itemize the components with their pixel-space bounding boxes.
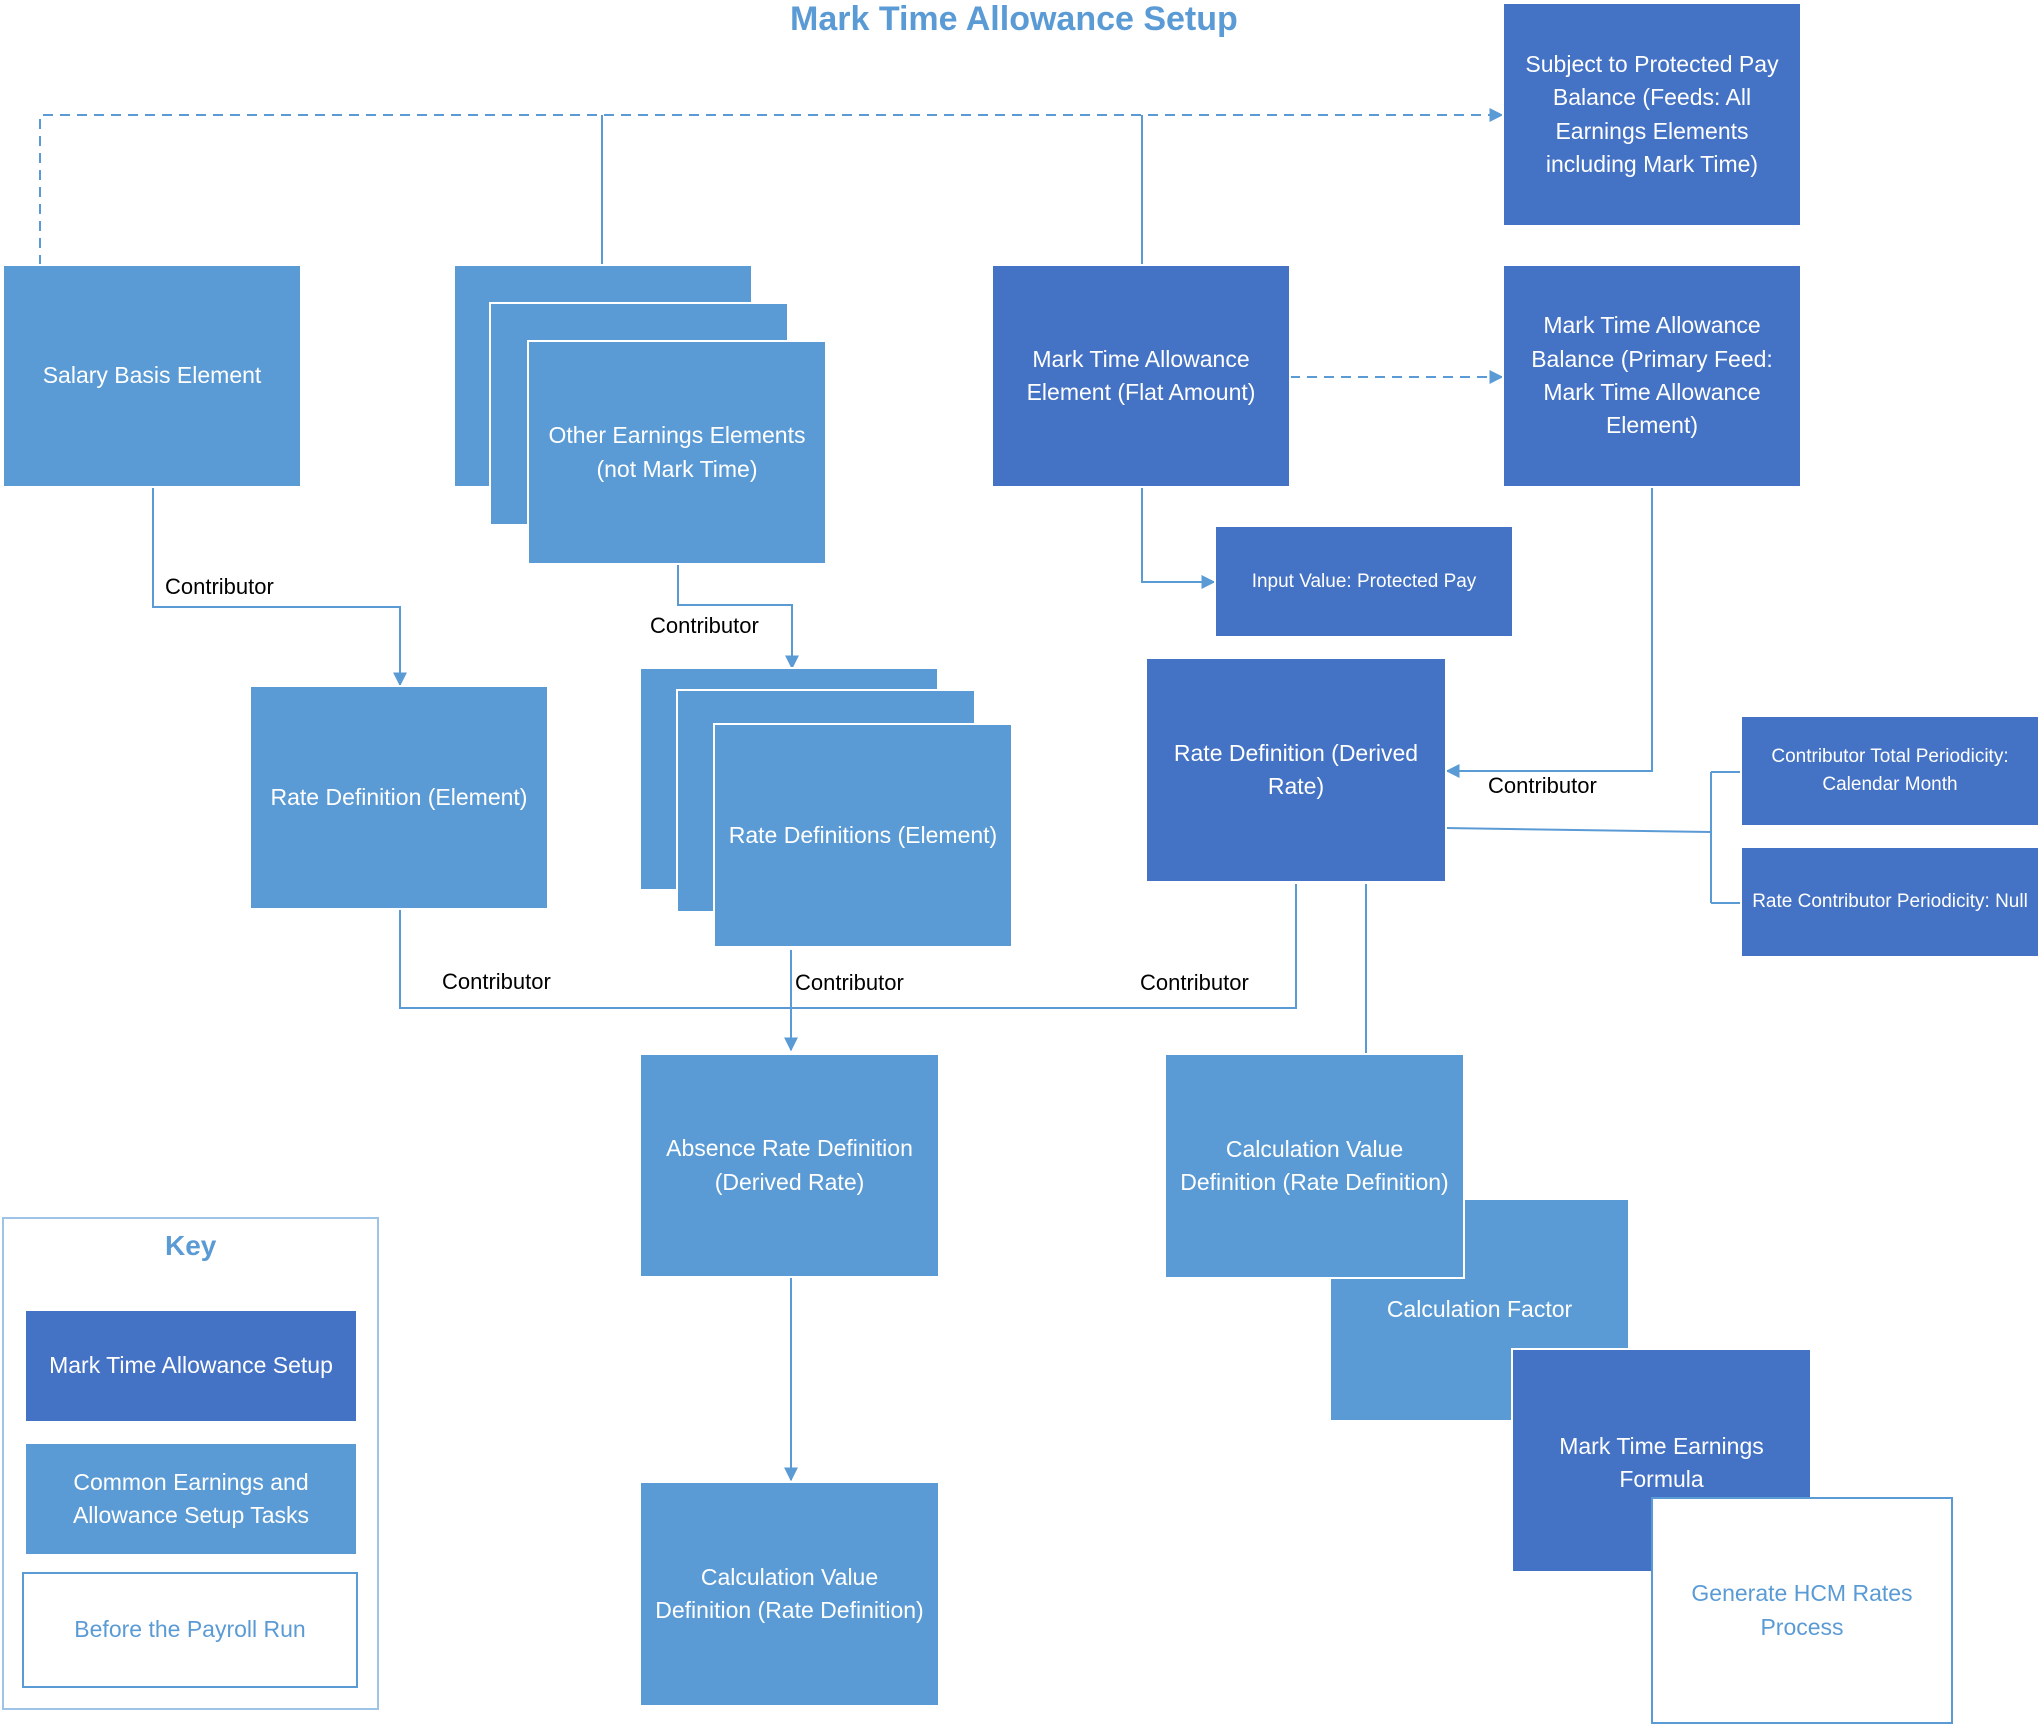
contributor-total-periodicity-box: Contributor Total Periodicity: Calendar … — [1740, 715, 2040, 827]
balance-contributor-connector — [1445, 487, 1653, 778]
salary-contributor-label: Contributor — [165, 574, 274, 599]
calculation-value-definition-right-box: Calculation Value Definition (Rate Defin… — [1164, 1053, 1465, 1279]
mark-time-allowance-element-box: Mark Time Allowance Element (Flat Amount… — [991, 264, 1291, 488]
rate-definition-derived-box: Rate Definition (Derived Rate) — [1145, 657, 1447, 883]
input-value-box: Input Value: Protected Pay — [1214, 525, 1514, 638]
periodicity-connector — [1444, 771, 1740, 904]
salary-contributor-connector — [152, 487, 407, 687]
balance-contributor-label: Contributor — [1488, 773, 1597, 798]
salary-basis-box: Salary Basis Element — [2, 264, 302, 488]
rate-definitions-contributor-label: Contributor — [795, 970, 904, 995]
other-contributor-connector — [677, 564, 799, 670]
key-item-before-payroll: Before the Payroll Run — [22, 1572, 358, 1688]
dashed-feed-connector — [39, 108, 1504, 265]
input-value-connector — [1141, 487, 1216, 589]
mark-time-allowance-balance-box: Mark Time Allowance Balance (Primary Fee… — [1502, 264, 1802, 488]
rate-definition-element-box: Rate Definition (Element) — [249, 685, 549, 910]
other-earnings-box: Other Earnings Elements (not Mark Time) — [527, 340, 827, 565]
key-title: Key — [165, 1230, 217, 1261]
calculation-value-definition-bottom-box: Calculation Value Definition (Rate Defin… — [639, 1481, 940, 1707]
subject-to-protected-pay-box: Subject to Protected Pay Balance (Feeds:… — [1502, 2, 1802, 227]
key-item-common-earnings: Common Earnings and Allowance Setup Task… — [24, 1442, 358, 1556]
absence-rate-definition-box: Absence Rate Definition (Derived Rate) — [639, 1053, 940, 1278]
key-item-mark-time: Mark Time Allowance Setup — [24, 1309, 358, 1423]
other-contributor-label: Contributor — [650, 613, 759, 638]
absence-contributor-connector — [399, 884, 1297, 1052]
page-title: Mark Time Allowance Setup — [790, 0, 1238, 38]
rate-definitions-element-box: Rate Definitions (Element) — [713, 723, 1013, 948]
derived-contributor-label: Contributor — [1140, 970, 1249, 995]
rate-contributor-periodicity-box: Rate Contributor Periodicity: Null — [1740, 846, 2040, 958]
rate-element-contributor-label: Contributor — [442, 969, 551, 994]
generate-hcm-rates-box: Generate HCM Rates Process — [1651, 1497, 1953, 1724]
